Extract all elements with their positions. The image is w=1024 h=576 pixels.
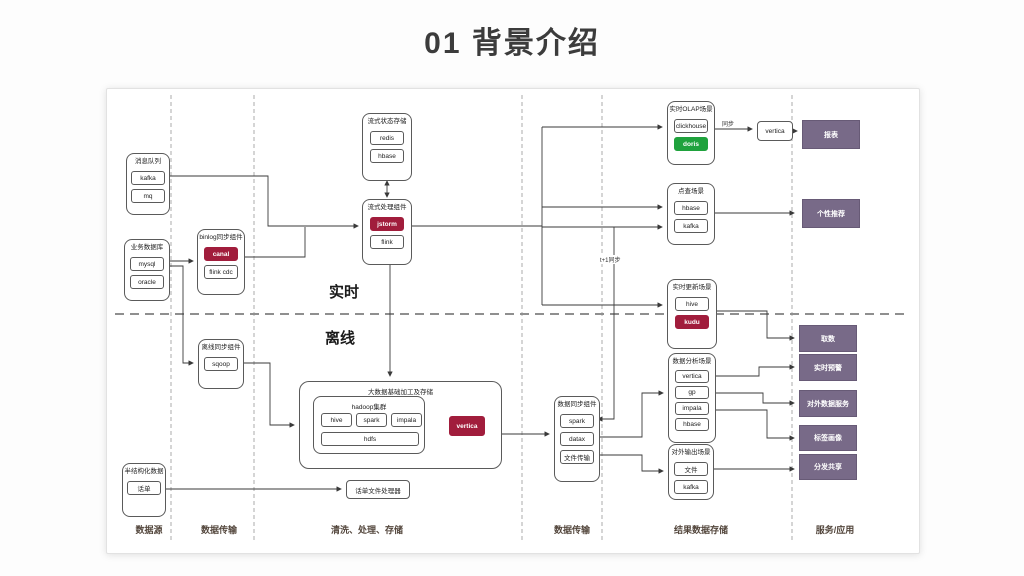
group-stream-state: 流式状态存储 redis hbase	[362, 113, 412, 181]
node-sqoop: sqoop	[204, 357, 238, 371]
group-transfer2: 数据同步组件 spark datax 文件传输	[554, 396, 600, 482]
node-vertica: vertica	[675, 370, 709, 383]
connector-lines	[164, 124, 798, 492]
node-jstorm: jstorm	[370, 217, 404, 231]
app-box-0: 报表	[802, 120, 860, 149]
app-box-2: 取数	[799, 325, 857, 352]
node--: 话单	[127, 481, 161, 495]
node--: 文件传输	[560, 450, 594, 464]
node-hive: hive	[321, 413, 352, 427]
group-upsert-label: 实时更新场景	[672, 284, 712, 291]
connector	[244, 362, 295, 428]
connector	[600, 390, 664, 438]
group-stream-proc: 流式处理组件 jstorm flink	[362, 199, 412, 265]
node-kafka: kafka	[674, 219, 708, 233]
section-realtime: 实时	[329, 284, 360, 301]
connector	[716, 364, 795, 377]
node--: 文件	[674, 462, 708, 476]
node-mysql: mysql	[130, 257, 164, 271]
node-hbase: hbase	[370, 149, 404, 163]
node-datax: datax	[560, 432, 594, 446]
app-box-5: 标签画像	[799, 425, 857, 451]
node-doris: doris	[674, 137, 708, 151]
node-hive: hive	[675, 297, 709, 311]
column-label-0: 数据源	[135, 525, 163, 535]
box-cdr-loader: 话单文件处理器	[346, 480, 410, 499]
group-pointquery: 点查场景 hbase kafka	[667, 183, 715, 245]
edge-label-sync: 同步	[721, 119, 736, 128]
group-export: 对外输出场景文件 kafka	[668, 444, 714, 500]
group-semi-label: 半结构化数据	[124, 468, 164, 475]
hadoop-cluster: hadoop集群 hive spark impala hdfs	[313, 396, 425, 454]
node-mq: mq	[131, 189, 165, 203]
app-box-1: 个性推荐	[802, 199, 860, 228]
connector	[716, 392, 795, 406]
node-layer: 消息队列 kafka mq 业务数据库 mysql oracle binlog同步组件 can…	[107, 89, 919, 553]
container-title: 大数据基础加工及存储	[368, 389, 433, 396]
connector-layer	[115, 95, 909, 541]
page-title: 01 背景介绍	[424, 27, 600, 60]
container-bigdata-storage: 大数据基础加工及存储 hadoop集群 hive spark impala hdfs ver…	[299, 381, 502, 469]
diagram-panel: 消息队列 kafka mq 业务数据库 mysql oracle binlog同步组件 can…	[106, 88, 920, 554]
node-impala: impala	[391, 413, 422, 427]
group-stream-proc-label: 流式处理组件	[367, 204, 407, 211]
connector	[600, 454, 664, 474]
group-offline-sync-label: 离线同步组件	[201, 344, 241, 351]
connector	[164, 265, 194, 366]
column-label-1: 数据传输	[200, 525, 238, 535]
column-label-5: 服务/应用	[815, 525, 855, 535]
hadoop-cluster-row: hive spark impala	[321, 413, 422, 427]
group-bizdb-label: 业务数据库	[130, 244, 164, 251]
group-export-label: 对外输出场景	[671, 449, 711, 456]
group-semi: 半结构化数据话单	[122, 463, 166, 517]
node-hdfs: hdfs	[321, 432, 419, 446]
group-analysis: 数据分析场景 vertica gp impala hbase	[668, 353, 716, 443]
app-box-3: 实时预警	[799, 354, 857, 381]
edge-label-t1: t+1同步	[599, 255, 622, 264]
column-label-2: 清洗、处理、存储	[330, 525, 404, 535]
group-transfer2-label: 数据同步组件	[557, 401, 597, 408]
connector	[597, 227, 615, 422]
group-stream-state-label: 流式状态存储	[367, 118, 407, 125]
group-olap: 实时OLAP场景 clickhouse doris	[667, 101, 715, 165]
node-impala: impala	[675, 402, 709, 415]
section-offline: 离线	[325, 330, 356, 347]
app-box-6: 分发共享	[799, 454, 857, 480]
node-vertica-offline: vertica	[449, 416, 485, 436]
box-vertica-sync: vertica	[757, 121, 793, 141]
node-flink-cdc: flink cdc	[204, 265, 238, 279]
group-pointquery-label: 点查场景	[678, 188, 704, 195]
connector	[245, 227, 306, 258]
column-label-3: 数据传输	[553, 525, 591, 535]
node-oracle: oracle	[130, 275, 164, 289]
group-binlog: binlog同步组件 canal flink cdc	[197, 229, 245, 295]
connector	[716, 409, 795, 441]
node-clickhouse: clickhouse	[674, 119, 708, 133]
node-kudu: kudu	[675, 315, 709, 329]
node-spark: spark	[356, 413, 387, 427]
column-label-4: 结果数据存储	[673, 525, 729, 535]
connector	[717, 310, 795, 341]
node-spark: spark	[560, 414, 594, 428]
node-kafka: kafka	[674, 480, 708, 494]
node-flink: flink	[370, 235, 404, 249]
node-hbase: hbase	[674, 201, 708, 215]
group-mq-group: 消息队列 kafka mq	[126, 153, 170, 215]
node-gp: gp	[675, 386, 709, 399]
connector	[164, 175, 359, 229]
node-canal: canal	[204, 247, 238, 261]
node-redis: redis	[370, 131, 404, 145]
app-box-4: 对外数据服务	[799, 390, 857, 417]
group-mq-group-label: 消息队列	[135, 158, 161, 165]
group-offline-sync: 离线同步组件 sqoop	[198, 339, 244, 389]
node-hbase: hbase	[675, 418, 709, 431]
group-binlog-label: binlog同步组件	[199, 234, 243, 241]
hadoop-cluster-label: hadoop集群	[351, 404, 387, 411]
group-upsert: 实时更新场景 hive kudu	[667, 279, 717, 349]
group-olap-label: 实时OLAP场景	[669, 106, 713, 113]
node-kafka: kafka	[131, 171, 165, 185]
group-analysis-label: 数据分析场景	[672, 358, 712, 365]
group-bizdb: 业务数据库 mysql oracle	[124, 239, 170, 301]
